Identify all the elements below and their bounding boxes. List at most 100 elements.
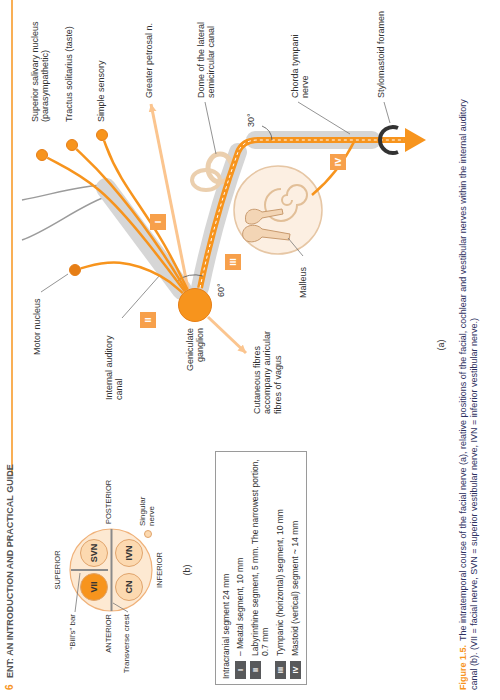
nerve-circle: VII <box>80 573 108 601</box>
legend-row: II Labyrinthine segment, 5 mm. The narrow… <box>250 457 270 679</box>
figure-caption: Figure 1.5.The intratemporal course of t… <box>458 90 481 690</box>
middle-ear <box>234 166 322 254</box>
legend-box: Intracranial segment 24 mm I – Meatal segm… <box>215 451 307 685</box>
node-heading: Geniculate ganglion <box>185 328 206 400</box>
circle-fill <box>81 540 108 567</box>
caption-text: The intratemporal course of the facial n… <box>458 99 479 690</box>
part-label: Internal auditory canal <box>104 320 125 400</box>
transverse-crest <box>111 529 113 611</box>
legend-swatch: II <box>250 661 261 679</box>
legend-row: I – Meatal segment, 10 mm <box>235 457 246 679</box>
part-label: Stylomastoid foramen <box>376 10 386 98</box>
circle-fill <box>37 150 48 161</box>
nucleus-circle: Motor nucleus <box>69 264 81 276</box>
nucleus-circle: Simple sensory <box>96 129 108 141</box>
part-label: Greater petrosal n. <box>144 10 154 98</box>
box-fill <box>330 154 346 170</box>
vestibulocochlear-line <box>22 195 110 240</box>
node-label: SVN <box>90 544 99 563</box>
leader-line <box>122 275 160 318</box>
nerve-fibre <box>81 262 183 293</box>
circle-fill <box>116 574 143 601</box>
box-fill <box>140 312 156 328</box>
node-label: III <box>229 258 238 266</box>
angle-label: 60° <box>216 273 226 297</box>
direction-label: SUPERIOR <box>54 540 63 600</box>
malleus <box>243 225 290 242</box>
direction-label: INFERIOR <box>156 540 165 600</box>
legend-row: III Tympanic (horizontal) segment, 10 mm <box>275 457 286 679</box>
canal-section <box>70 529 152 611</box>
nerve-fibre <box>47 158 184 292</box>
box-fill <box>150 214 166 230</box>
part-label: Dome of the lateral semicircular canal <box>196 10 217 98</box>
leader-line <box>75 573 80 612</box>
angle-label: 30° <box>246 103 256 127</box>
leader-line <box>205 102 216 154</box>
legend-text: – Meatal segment, 10 mm <box>235 457 245 656</box>
node-heading: Superior salivary nucleus (parasympathet… <box>30 12 51 122</box>
segment-box: III <box>225 254 241 270</box>
part-label: Malleus <box>298 256 308 298</box>
segment-number: III <box>275 661 286 679</box>
circle-fill <box>70 265 81 276</box>
leader-line <box>298 102 350 134</box>
circle-shape <box>36 149 48 161</box>
nerve-fibre <box>104 141 188 290</box>
nerve-centre-line <box>200 140 404 288</box>
segment-number: IV <box>290 661 301 679</box>
part-label: Transverse crest <box>122 614 131 674</box>
node-heading: Simple sensory <box>96 12 106 122</box>
circle-shape <box>96 129 108 141</box>
legend-row: IV Mastoid (vertical) segment ~ 14 mm <box>290 457 301 679</box>
stylomastoid-foramen <box>380 127 398 153</box>
node-heading: Tractus solitarius (taste) <box>64 12 74 122</box>
legend-swatch: IV <box>290 661 301 679</box>
exit-arrowhead <box>405 128 426 152</box>
legend-text: Mastoid (vertical) segment ~ 14 mm <box>290 457 300 656</box>
running-header: ENT: AN INTRODUCTION AND PRACTICAL GUIDE <box>5 464 15 678</box>
circle-fill <box>67 140 78 151</box>
legend-text: Labyrinthine segment, 5 mm. The narrowes… <box>250 457 270 656</box>
nerve-circle: IVN <box>115 539 143 567</box>
leader-line <box>384 102 390 123</box>
singular-nerve <box>145 531 152 538</box>
node-label: II <box>144 318 153 323</box>
segment-box: II <box>140 312 156 328</box>
angle-arc <box>262 126 272 140</box>
vestibulocochlear-line <box>22 185 106 200</box>
greater-petrosal-nerve <box>151 104 188 289</box>
part-label: Singular nerve <box>138 480 156 526</box>
segment-box: I <box>150 214 166 230</box>
ganglion-circle: Geniculate ganglion <box>178 288 212 322</box>
page-number: 6 <box>4 684 16 690</box>
node-label: I <box>154 221 163 224</box>
nucleus-circle: Tractus solitarius (taste) <box>66 139 78 151</box>
leader-line <box>113 603 128 612</box>
nerve-fibre <box>76 149 186 290</box>
circle-fill <box>97 130 108 141</box>
node-label: VII <box>90 582 99 593</box>
leader-line <box>41 274 68 292</box>
part-label: “Bill’s” bar <box>68 614 77 674</box>
node-heading: Motor nucleus <box>32 280 42 355</box>
cutaneous-branch <box>208 317 246 353</box>
figure-number: Figure 1.5. <box>458 645 468 690</box>
direction-label: ANTERIOR <box>105 614 114 670</box>
chorda-tympani <box>312 140 355 195</box>
part-label: Cutaneous fibres accompany auricular fib… <box>252 322 283 414</box>
panel-label: (b) <box>182 550 192 590</box>
incus <box>245 209 283 224</box>
legend-text: Tympanic (horizontal) segment, 10 mm <box>275 457 285 656</box>
circle-shape <box>66 139 78 151</box>
facial-nerve <box>200 140 406 288</box>
legend-swatch: I <box>235 661 246 679</box>
part-label: Chorda tympani nerve <box>290 10 311 98</box>
direction-label: POSTERIOR <box>105 480 114 524</box>
box-fill <box>225 254 241 270</box>
bills-bar <box>71 569 108 571</box>
legend-heading: Intracranial segment 24 mm <box>221 457 231 679</box>
segment-number: II <box>250 661 261 679</box>
nerve-circle: SVN <box>80 539 108 567</box>
